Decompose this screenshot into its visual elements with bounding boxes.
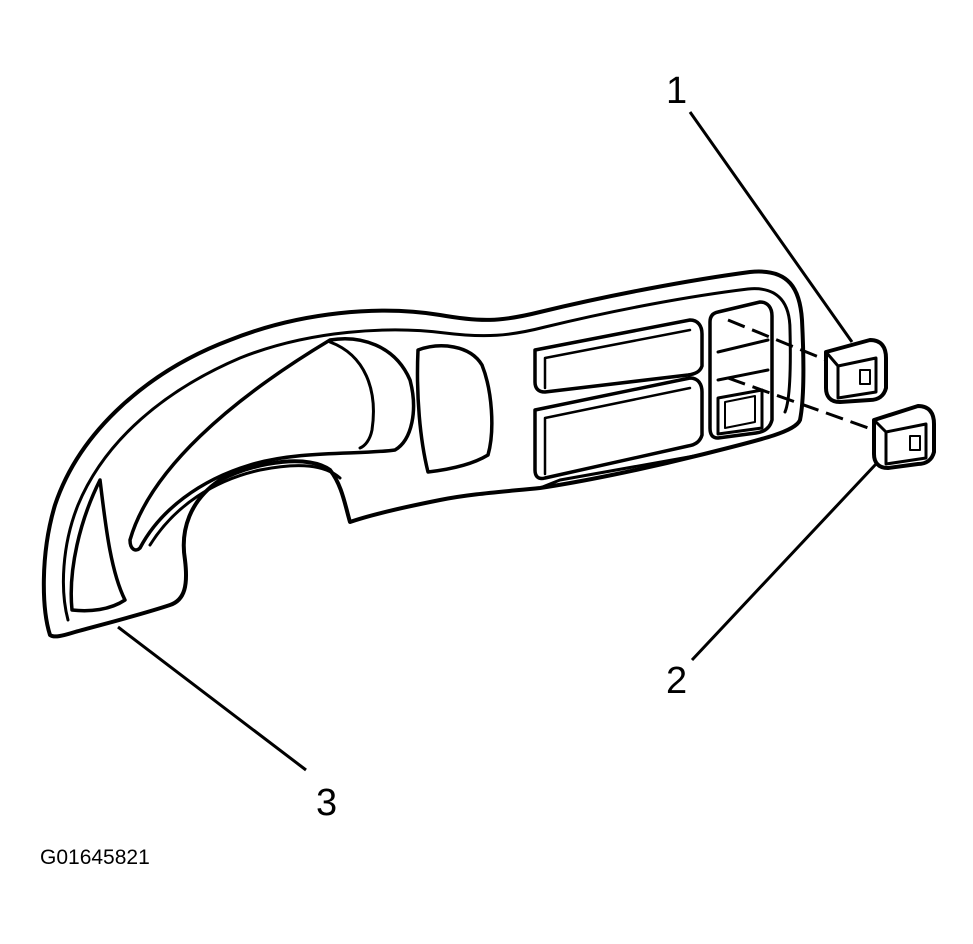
radio-opening-lower-inner	[545, 388, 690, 474]
switch-2-body	[874, 406, 934, 468]
figure-id: G01645821	[40, 846, 150, 869]
cluster-hood-curve	[330, 342, 373, 448]
leader-lines	[118, 112, 876, 770]
cluster-opening	[130, 339, 414, 550]
switch-pocket	[710, 302, 772, 438]
installed-switch	[718, 390, 762, 434]
switch-1	[826, 340, 886, 402]
switch-2-top	[874, 420, 886, 432]
callout-3: 3	[316, 782, 338, 824]
trim-panel-inner-rim	[63, 289, 790, 620]
switch-1-body	[826, 340, 886, 402]
install-lines	[728, 320, 874, 430]
switch-1-top	[826, 352, 838, 366]
install-line-1	[728, 320, 826, 360]
small-center-opening	[417, 346, 491, 472]
radio-opening-lower	[535, 378, 702, 479]
callout-1: 1	[666, 70, 688, 112]
left-vent-opening	[71, 480, 125, 611]
installed-switch-face	[725, 396, 755, 428]
switch-1-icon	[860, 370, 870, 384]
radio-opening-upper	[535, 320, 702, 392]
switch-1-face	[838, 358, 876, 398]
switch-2	[874, 406, 934, 468]
radio-opening-upper-inner	[545, 330, 690, 388]
switch-2-face	[886, 424, 926, 464]
switch-pocket-divider-1	[718, 340, 768, 352]
leader-line-1	[690, 112, 852, 342]
panel-lower-step	[540, 455, 700, 488]
leader-line-3	[118, 627, 306, 770]
trim-panel-outer-outline	[44, 272, 803, 637]
switch-pocket-divider-2	[718, 370, 768, 380]
callout-2: 2	[666, 660, 688, 702]
switch-2-icon	[910, 436, 920, 450]
leader-line-2	[692, 464, 876, 660]
trim-panel	[44, 272, 803, 637]
cluster-lower-lip	[150, 466, 340, 545]
